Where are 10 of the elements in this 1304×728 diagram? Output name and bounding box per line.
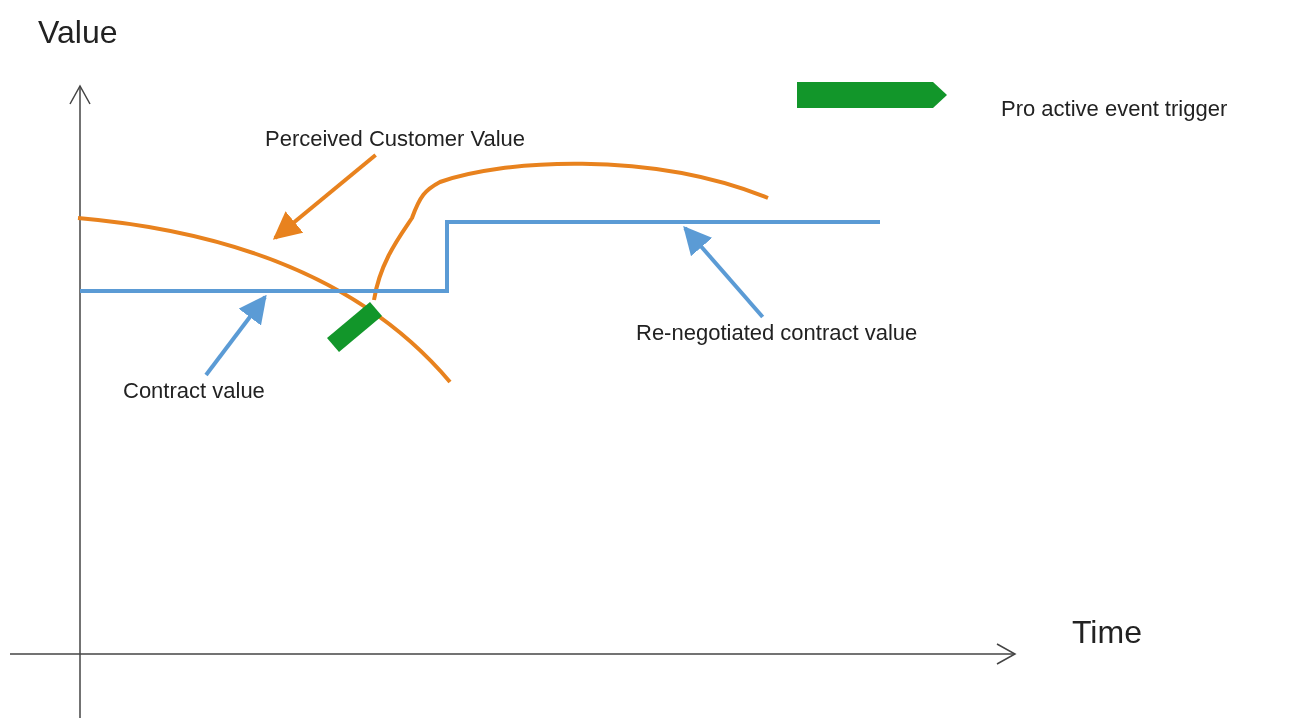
leader-arrow (272, 153, 377, 240)
callout-label: Perceived Customer Value (265, 126, 526, 152)
callout-label: Contract value (123, 378, 265, 404)
contract-value-line (80, 220, 880, 293)
leader-arrow (204, 294, 267, 377)
axis-title: Time (1072, 614, 1142, 651)
axis-title: Value (38, 14, 118, 51)
legend-label: Pro active event trigger (1001, 96, 1228, 122)
callout-label: Re-negotiated contract value (636, 320, 918, 346)
leader-arrow (683, 225, 765, 319)
